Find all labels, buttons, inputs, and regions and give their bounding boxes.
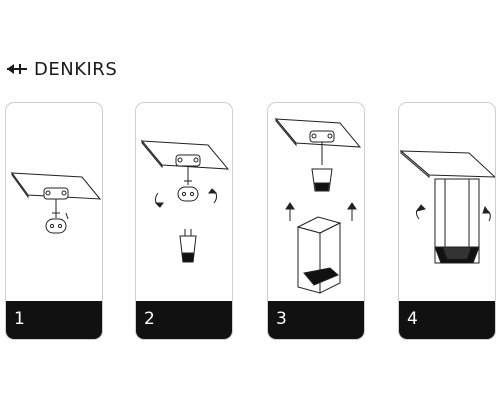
step-bar: 2 <box>136 301 232 339</box>
step-bar: 1 <box>6 301 102 339</box>
step-bar: 3 <box>268 301 364 339</box>
brand-name: DENKIRS <box>34 58 118 80</box>
step-3-illustration <box>274 117 362 294</box>
step-panel-3: 3 <box>267 102 365 340</box>
step-4-illustration <box>399 149 495 264</box>
denkirs-logo-icon <box>7 64 27 74</box>
step-bar: 4 <box>399 301 495 339</box>
step-number: 2 <box>144 309 155 329</box>
step-panel-2: 2 <box>135 102 233 340</box>
step-number: 1 <box>14 309 25 329</box>
step-panel-4: 4 <box>398 102 496 340</box>
step-1-illustration <box>10 171 102 234</box>
step-panel-1: 1 <box>5 102 103 340</box>
step-2-illustration <box>140 139 230 263</box>
brand-header: DENKIRS <box>6 56 117 82</box>
step-number: 4 <box>407 309 418 329</box>
step-number: 3 <box>276 309 287 329</box>
